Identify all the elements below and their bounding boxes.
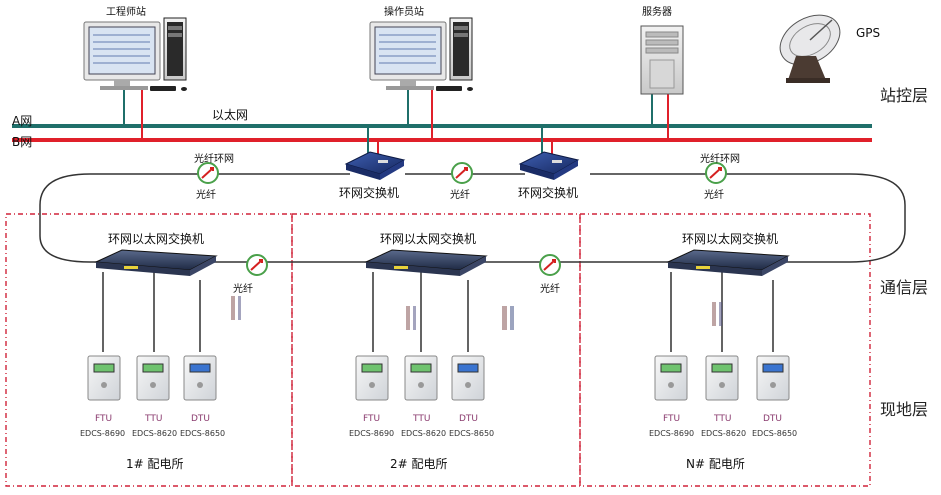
dtu-device-2 <box>451 355 485 401</box>
blur-marks <box>231 296 722 330</box>
operator-station-computer <box>369 17 473 91</box>
layer-communication: 通信层 <box>880 278 929 297</box>
zone1-device-3-model: EDCS-8650 <box>180 429 226 438</box>
ftu-device-1 <box>87 355 121 401</box>
zoneN-device-3-name: DTU <box>763 414 783 424</box>
ring-switch-label-right: 环网交换机 <box>518 186 579 200</box>
zone2-device-1-name: FTU <box>363 414 381 424</box>
fiber-icon-4 <box>246 254 268 276</box>
fiber-label-2: 光纤 <box>450 190 470 201</box>
fiber-label-4: 光纤 <box>233 284 253 295</box>
zone2-station-label: 2# 配电所 <box>390 457 448 471</box>
a-net-label: A网 <box>12 114 33 128</box>
zone2-device-2-name: TTU <box>413 414 431 424</box>
fiber-icon-1 <box>197 162 219 184</box>
fiber-label-5: 光纤 <box>540 284 560 295</box>
ethernet-label: 以太网 <box>212 108 249 122</box>
zone1-ethernet-switch <box>94 249 218 276</box>
zoneN-switch-label: 环网以太网交换机 <box>682 232 779 246</box>
zoneN-devices <box>654 355 790 401</box>
zone2-ethernet-switch <box>364 249 488 276</box>
server-drops <box>651 94 669 140</box>
zone2-device-1-model: EDCS-8690 <box>349 429 395 438</box>
fiber-icon-3 <box>705 162 727 184</box>
ftu-device-n <box>654 355 688 401</box>
engineer-station-computer <box>83 17 187 91</box>
fiber-ring <box>39 173 906 263</box>
ftu-device-2 <box>355 355 389 401</box>
fiber-ring-label-left: 光纤环网 <box>194 154 234 165</box>
ttu-device-1 <box>136 355 170 401</box>
engineer-drops <box>123 90 143 140</box>
ring-switch-drops <box>367 126 553 156</box>
ring-switch-left <box>344 151 406 180</box>
fiber-ring-label-right: 光纤环网 <box>700 154 740 165</box>
zone-box-n <box>579 213 871 487</box>
zone2-device-2-model: EDCS-8620 <box>401 429 447 438</box>
zone1-device-3-name: DTU <box>191 414 211 424</box>
gps-dish <box>779 14 841 83</box>
zone1-device-2-model: EDCS-8620 <box>132 429 178 438</box>
zoneN-device-1-model: EDCS-8690 <box>649 429 695 438</box>
ring-switch-right <box>518 151 580 180</box>
fiber-label-3: 光纤 <box>704 190 724 201</box>
ring-switch-label-left: 环网交换机 <box>339 186 400 200</box>
zone2-device-3-name: DTU <box>459 414 479 424</box>
zoneN-ethernet-switch <box>666 249 790 276</box>
zone1-switch-label: 环网以太网交换机 <box>108 232 205 246</box>
zone2-devices <box>355 355 485 401</box>
zone2-device-3-model: EDCS-8650 <box>449 429 495 438</box>
ttu-device-2 <box>404 355 438 401</box>
zone1-device-1-name: FTU <box>95 414 113 424</box>
gps-label: GPS <box>856 26 881 40</box>
zone1-device-1-model: EDCS-8690 <box>80 429 126 438</box>
operator-station-label: 操作员站 <box>384 7 424 18</box>
dtu-device-n <box>756 355 790 401</box>
operator-drops <box>407 90 433 140</box>
b-net-label: B网 <box>12 135 33 149</box>
zoneN-device-2-model: EDCS-8620 <box>701 429 747 438</box>
fiber-label-1: 光纤 <box>196 190 216 201</box>
engineer-station-label: 工程师站 <box>106 7 146 18</box>
zone1-station-label: 1# 配电所 <box>126 457 184 471</box>
zone2-drops <box>372 272 469 352</box>
zone1-device-2-name: TTU <box>145 414 163 424</box>
zoneN-device-1-name: FTU <box>663 414 681 424</box>
ttu-device-n <box>705 355 739 401</box>
fiber-icon-2 <box>451 162 473 184</box>
server-tower <box>640 25 684 95</box>
zone1-devices <box>87 355 217 401</box>
layer-station-control: 站控层 <box>880 86 929 105</box>
server-label: 服务器 <box>642 7 672 18</box>
layer-field: 现地层 <box>880 400 929 419</box>
zoneN-device-3-model: EDCS-8650 <box>752 429 798 438</box>
zone1-drops <box>102 272 201 352</box>
zoneN-station-label: N# 配电所 <box>686 457 745 471</box>
zone2-switch-label: 环网以太网交换机 <box>380 232 477 246</box>
dtu-device-1 <box>183 355 217 401</box>
fiber-icon-5 <box>539 254 561 276</box>
zoneN-device-2-name: TTU <box>714 414 732 424</box>
